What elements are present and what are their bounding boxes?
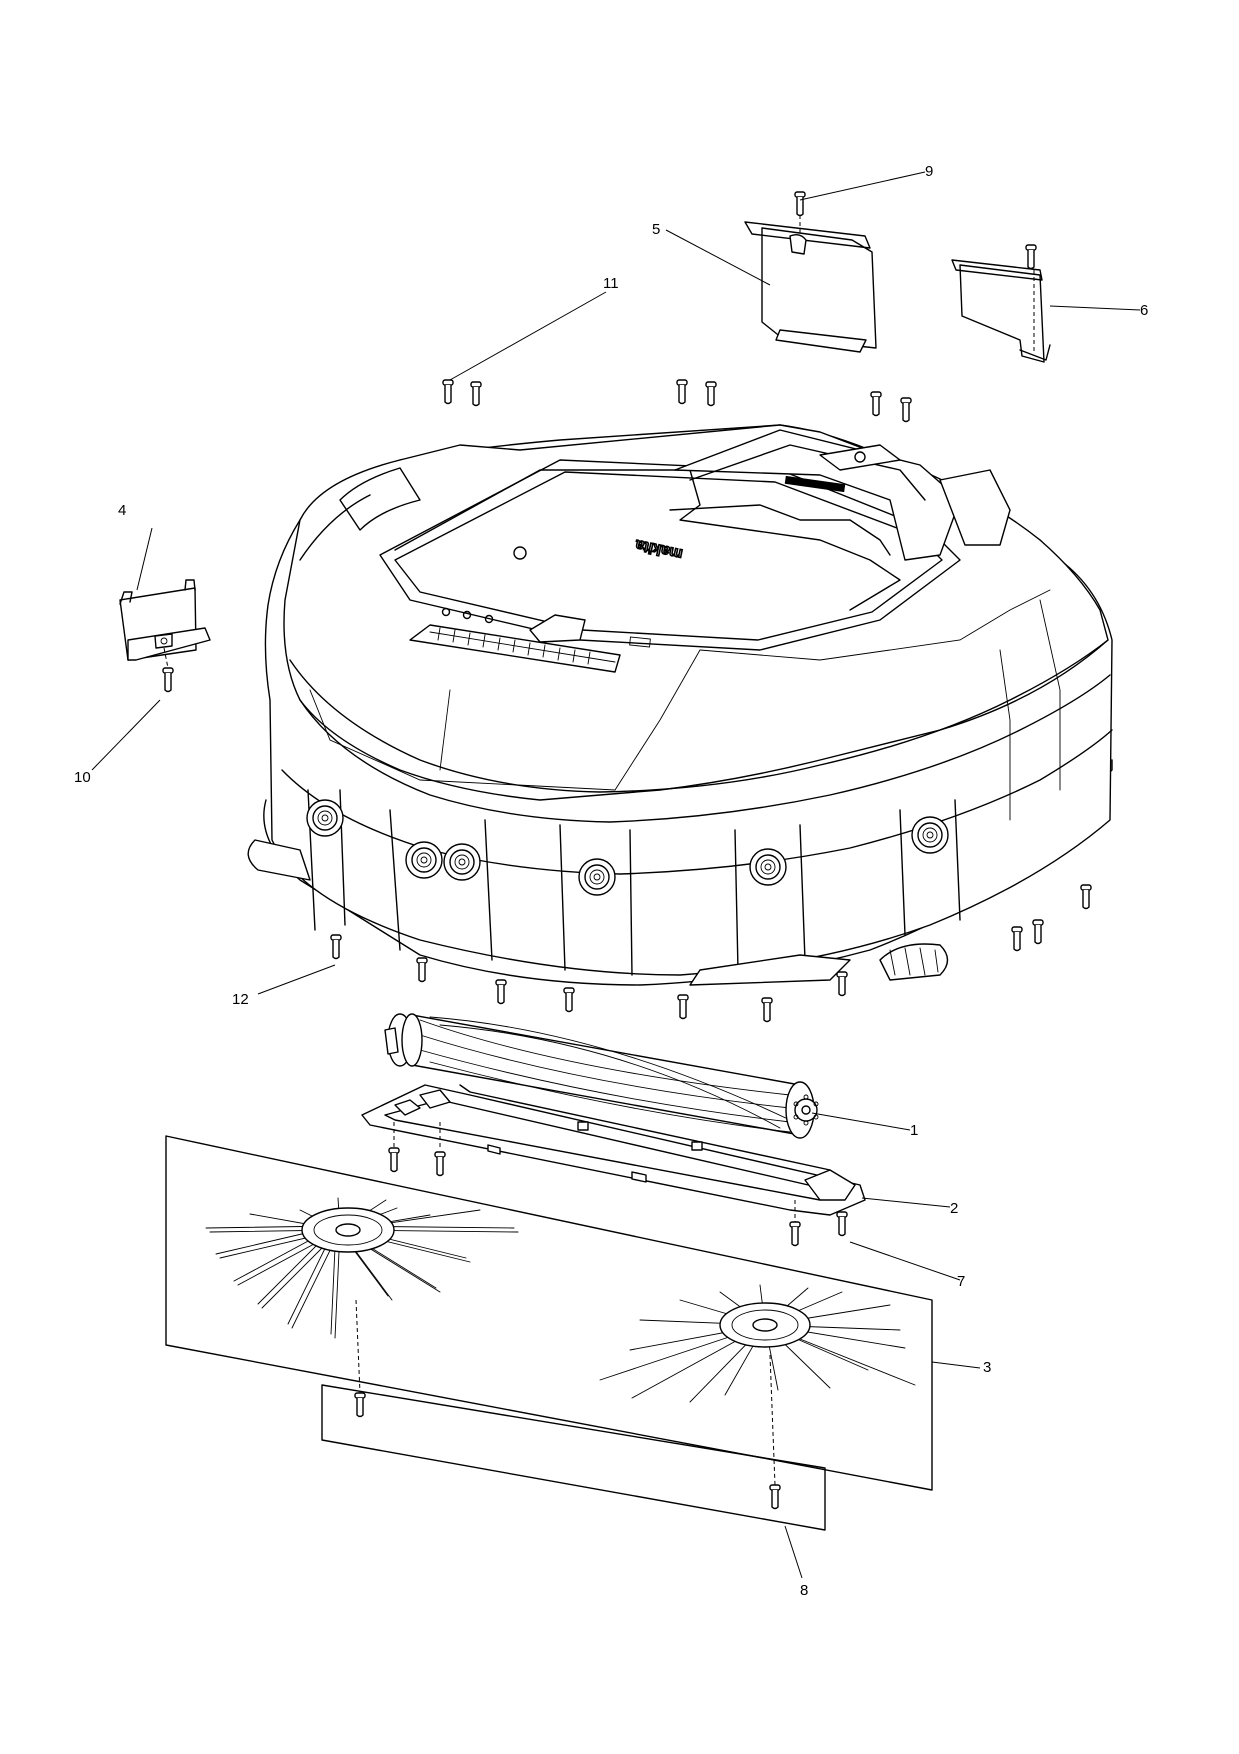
screw-12f [761, 997, 773, 1023]
screw-12h [1011, 926, 1023, 952]
callout-2: 2 [950, 1200, 958, 1217]
screw-11b [470, 381, 482, 407]
callout-11: 11 [603, 275, 619, 292]
screw-12i [1032, 919, 1044, 945]
screw-10 [162, 667, 174, 693]
callout-4: 4 [118, 502, 126, 519]
callout-6: 6 [1140, 302, 1148, 319]
callout-8: 8 [800, 1582, 808, 1599]
screw-12a [330, 934, 342, 960]
callout-9: 9 [925, 163, 933, 180]
screw-12b [416, 957, 428, 983]
screw-8a [354, 1392, 366, 1418]
callout-3: 3 [983, 1359, 991, 1376]
screw-9 [794, 191, 806, 217]
screw-12e [677, 994, 689, 1020]
screw-12g [836, 971, 848, 997]
screw-6 [1025, 244, 1037, 270]
screw-7a [789, 1221, 801, 1247]
screw-12d [563, 987, 575, 1013]
screw-2a [388, 1147, 400, 1173]
leader-lines [91, 171, 1141, 1579]
callout-7: 7 [957, 1273, 965, 1290]
screw-12c [495, 979, 507, 1005]
callout-labels: 1 2 3 4 5 6 7 8 9 10 11 12 [74, 163, 1148, 1599]
part-6-bracket [951, 259, 1051, 363]
screw-11e [870, 391, 882, 417]
screw-2b [434, 1151, 446, 1177]
screw-12j [1080, 884, 1092, 910]
screw-11a [442, 379, 454, 405]
part-2-brush-housing [361, 1084, 866, 1222]
robot-main-body: makita [247, 424, 1113, 986]
callout-12: 12 [232, 991, 249, 1008]
screw-11c [676, 379, 688, 405]
part-8-panel [321, 1384, 826, 1531]
callout-10: 10 [74, 769, 91, 786]
screw-7b [836, 1211, 848, 1237]
screw-8b [769, 1484, 781, 1510]
part-5-cover [744, 215, 877, 353]
screw-11d [705, 381, 717, 407]
callout-5: 5 [652, 221, 660, 238]
part-1-roller-brush [384, 1013, 819, 1139]
side-brush-left [205, 1197, 519, 1394]
screw-11f [900, 397, 912, 423]
part-3-side-brush-panel [165, 1135, 933, 1491]
part-4-bracket [119, 579, 211, 669]
callout-1: 1 [910, 1122, 918, 1139]
side-brush-right [599, 1284, 916, 1486]
